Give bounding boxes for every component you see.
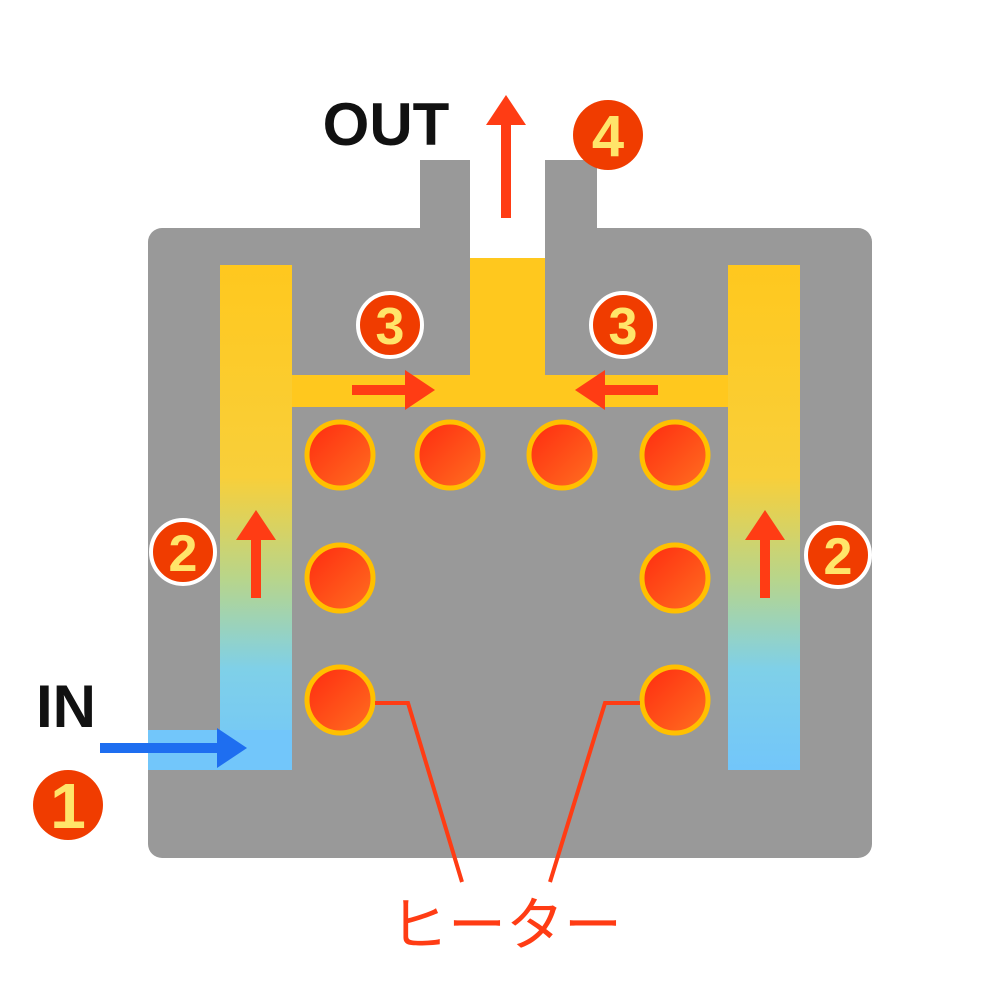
heater-element [639, 664, 711, 736]
svg-text:2: 2 [169, 525, 198, 583]
step-badge-2-right: 2 [804, 521, 872, 589]
svg-text:1: 1 [50, 770, 86, 842]
step-badge-4: 4 [573, 100, 643, 170]
out-label: OUT [323, 91, 450, 158]
svg-text:3: 3 [609, 298, 638, 356]
heater-element [526, 419, 598, 491]
outlet-left-wall [420, 160, 470, 240]
heater-elements [304, 419, 711, 736]
heater-element [639, 419, 711, 491]
heater-label: ヒーター [390, 891, 622, 959]
in-label: IN [36, 673, 96, 740]
heater-leader-lines [375, 701, 640, 883]
step-badge-2-left: 2 [149, 518, 217, 586]
outlet-right-wall [545, 160, 597, 240]
heater-element [639, 542, 711, 614]
svg-text:3: 3 [376, 298, 405, 356]
heater-element [304, 542, 376, 614]
svg-text:2: 2 [824, 528, 853, 586]
svg-text:4: 4 [592, 104, 624, 169]
step-badge-3-right: 3 [589, 291, 657, 359]
flow-arrows [100, 95, 785, 768]
step-badge-1: 1 [33, 770, 103, 842]
heater-element [304, 664, 376, 736]
heater-element [414, 419, 486, 491]
step-badge-3-left: 3 [356, 291, 424, 359]
heater-element [304, 419, 376, 491]
step-badges: 1 2 2 3 3 4 [33, 100, 872, 842]
